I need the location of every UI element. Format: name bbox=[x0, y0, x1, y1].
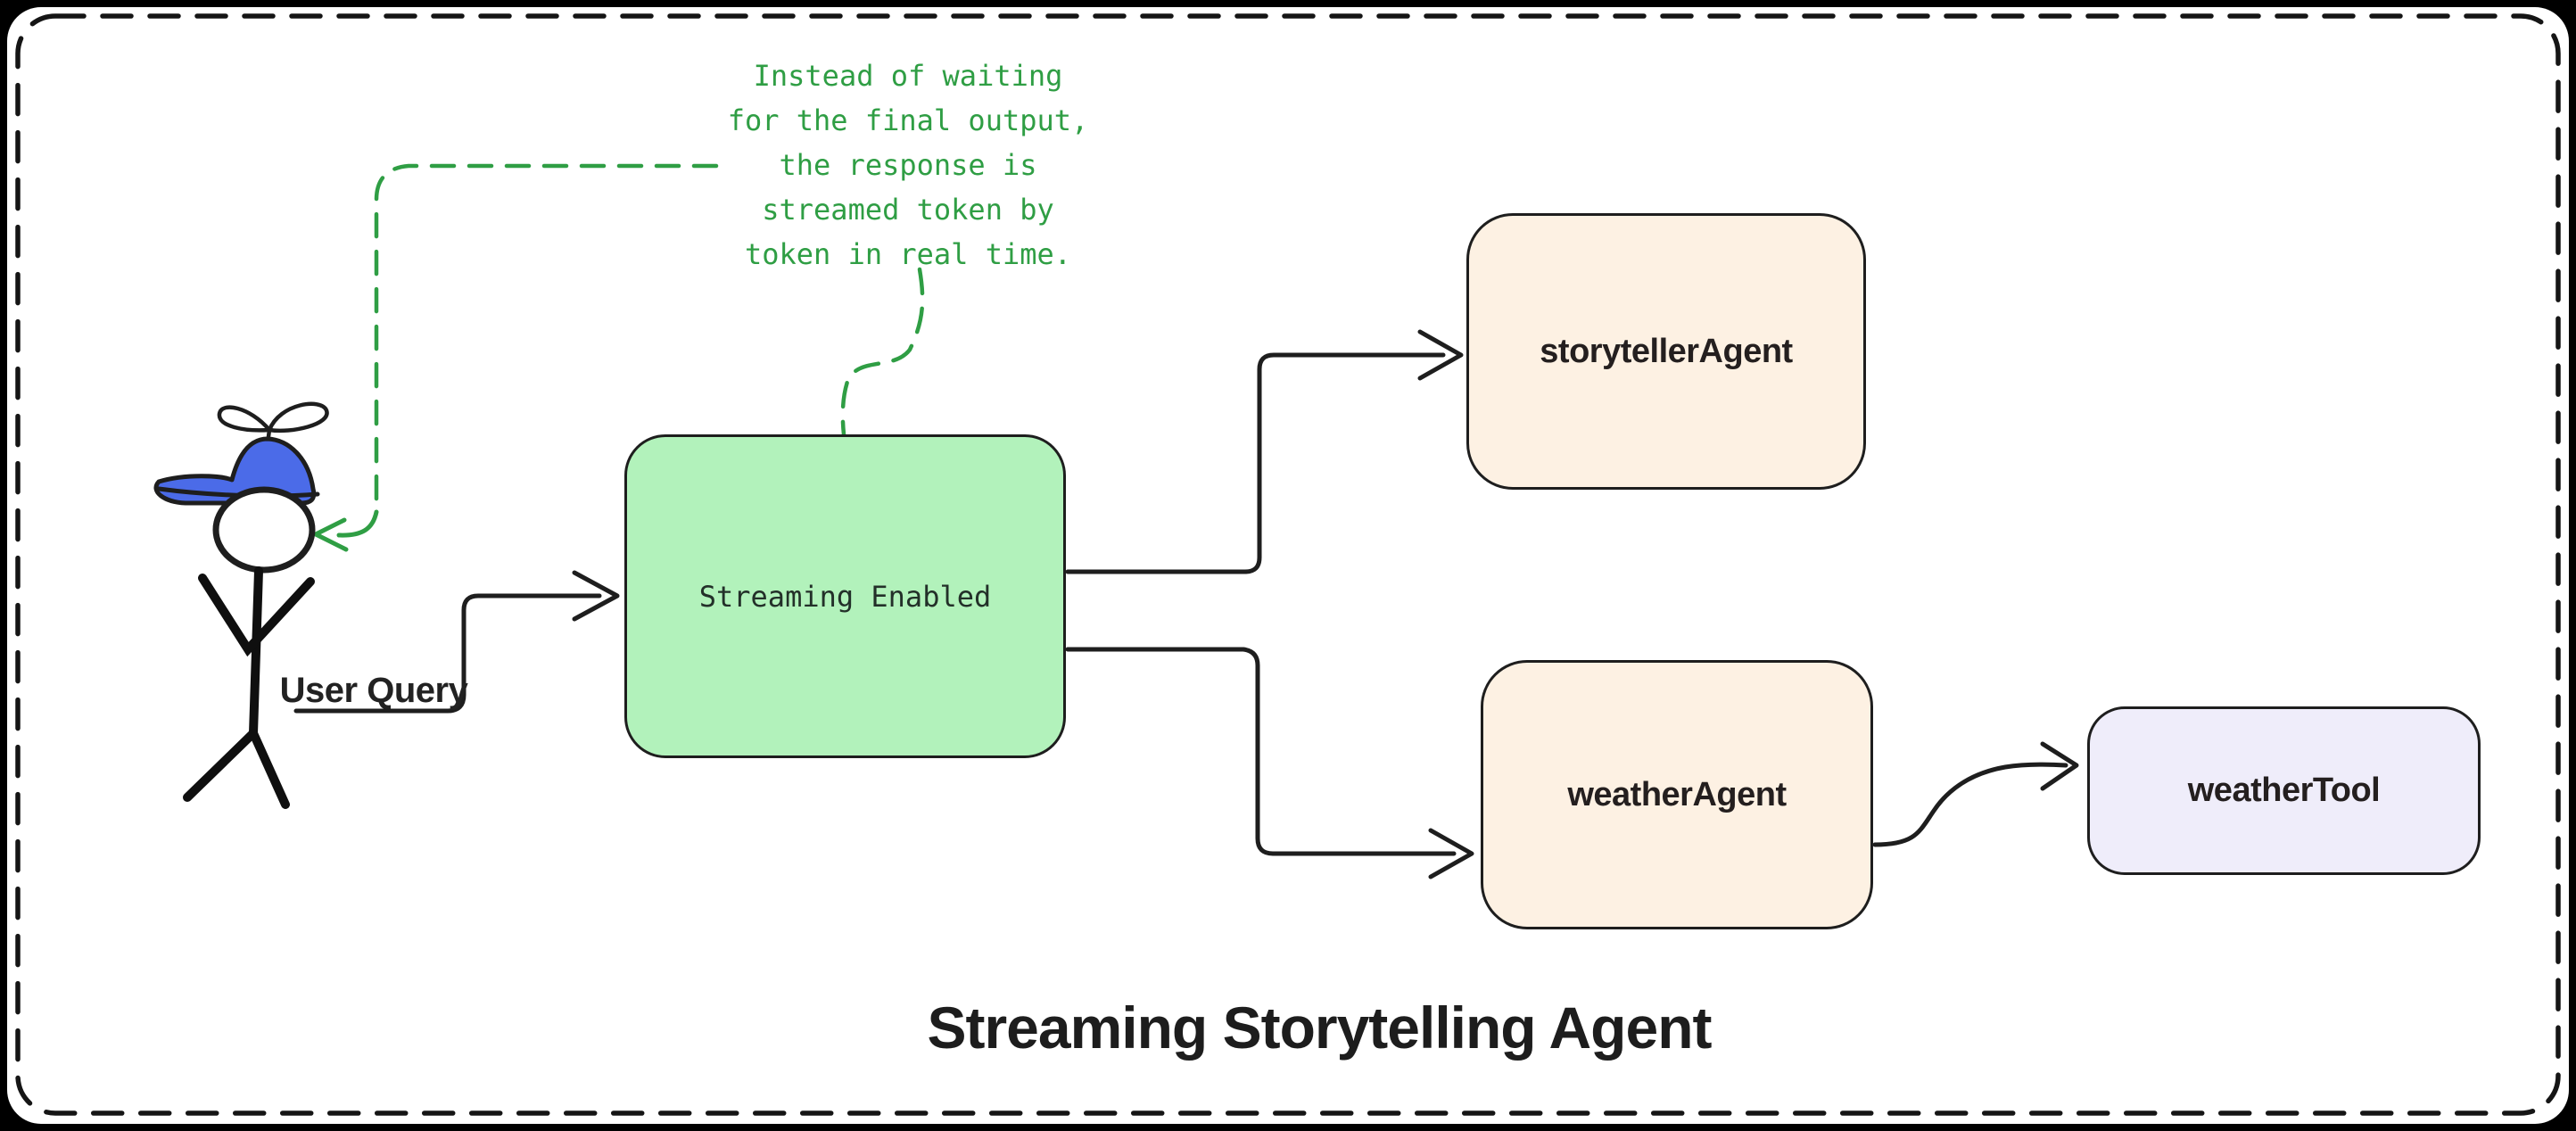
arrowhead-icon bbox=[1428, 828, 1474, 879]
propeller-icon bbox=[217, 401, 329, 444]
weather-agent-label: weatherAgent bbox=[1567, 775, 1787, 813]
user-query-label: User Query bbox=[279, 671, 468, 710]
node-storyteller-agent: storytellerAgent bbox=[1466, 213, 1866, 490]
diagram-canvas: Instead of waiting for the final output,… bbox=[7, 7, 2569, 1124]
node-weather-tool: weatherTool bbox=[2087, 706, 2481, 875]
weather-tool-label: weatherTool bbox=[2187, 772, 2381, 809]
dashed-pointer-to-streaming bbox=[840, 267, 925, 437]
dashed-pointer-to-user bbox=[313, 163, 719, 552]
annotation-note: Instead of waiting for the final output,… bbox=[727, 59, 1089, 271]
user-body bbox=[183, 566, 315, 809]
connector-user-to-streaming bbox=[293, 570, 620, 714]
connector-streaming-to-weather-agent bbox=[1065, 647, 1474, 879]
node-streaming-enabled: Streaming Enabled bbox=[624, 434, 1066, 758]
green-arrowhead-icon bbox=[313, 517, 349, 552]
user-head bbox=[212, 486, 316, 574]
node-weather-agent: weatherAgent bbox=[1481, 660, 1873, 929]
stick-figure-user bbox=[153, 401, 329, 809]
connector-streaming-to-storyteller bbox=[1065, 329, 1464, 574]
diagram-title: Streaming Storytelling Agent bbox=[927, 995, 1713, 1061]
arrowhead-icon bbox=[2040, 741, 2079, 791]
connector-weather-agent-to-weather-tool bbox=[1872, 741, 2079, 847]
arrowhead-icon bbox=[572, 570, 620, 622]
dashed-border bbox=[15, 13, 2561, 1116]
streaming-enabled-label: Streaming Enabled bbox=[698, 579, 992, 614]
arrowhead-icon bbox=[1417, 329, 1464, 381]
diagram-strokes bbox=[15, 13, 2561, 1116]
storyteller-agent-label: storytellerAgent bbox=[1540, 332, 1793, 370]
